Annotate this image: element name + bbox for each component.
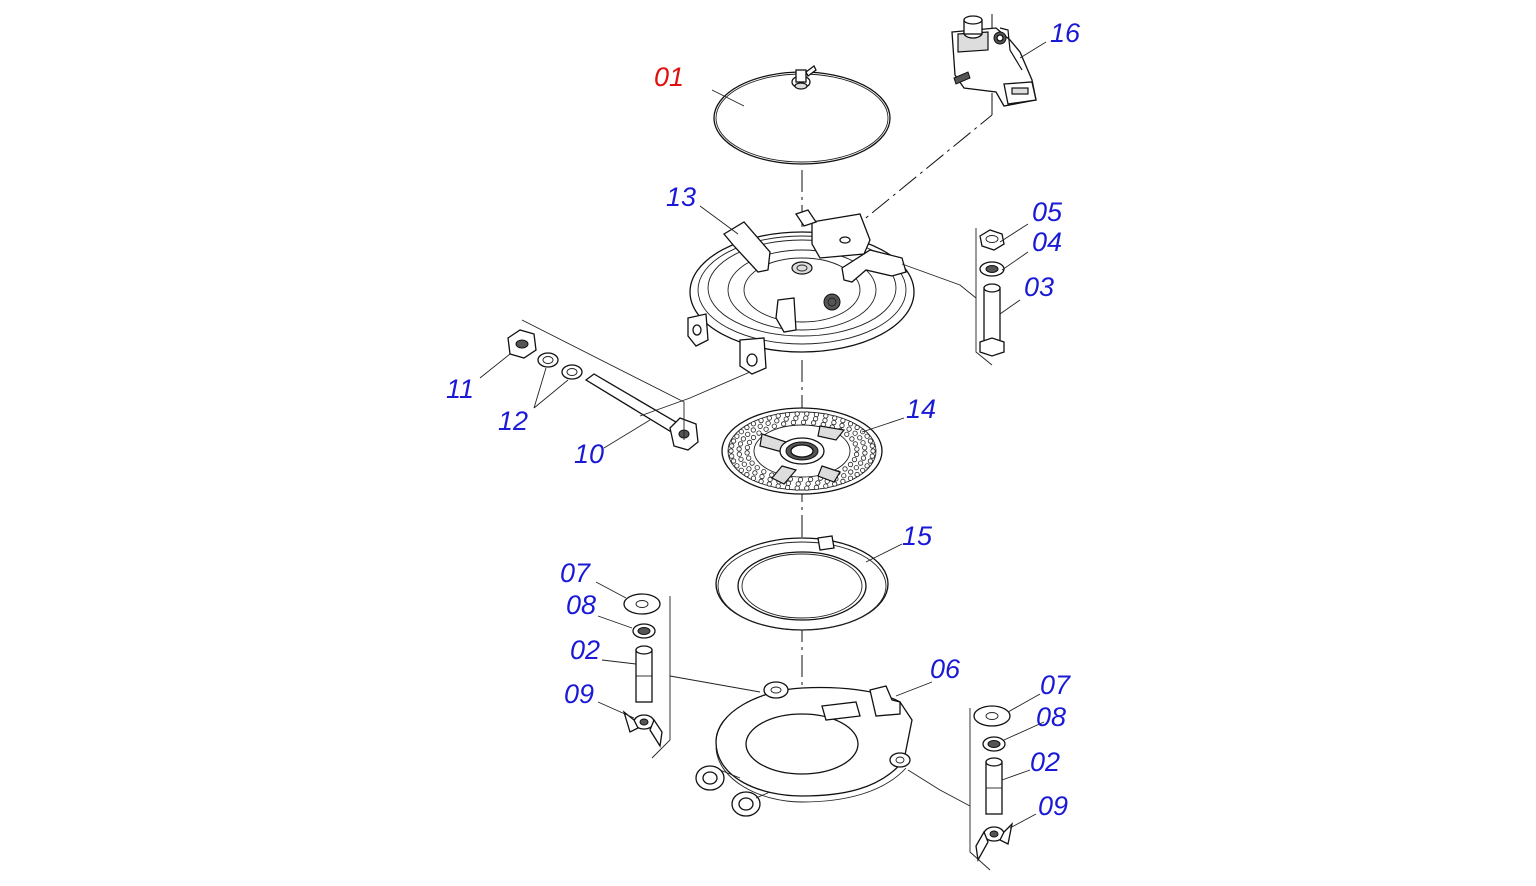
part-06-base-plate [695,681,913,817]
part-16-bracket [951,15,1037,107]
part-07-washer-right [973,705,1011,727]
part-09-wingnut-left [622,710,663,748]
part-15-gasket-ring [715,535,889,631]
part-05-nut [979,229,1005,251]
part-08-lockwasher-left [632,623,656,639]
part-03-bolt [979,283,1005,357]
label-part-09-right: 09 [1038,791,1068,821]
label-part-09-left: 09 [564,679,594,709]
right-stack-leader-lines [907,708,991,871]
label-part-07-right: 07 [1040,670,1071,700]
spreader-perforations [728,411,876,491]
bolt-10-mount-leader-lines [521,319,751,440]
label-part-05: 05 [1032,197,1063,227]
label-part-08-right: 08 [1036,702,1066,732]
label-part-02-right: 02 [1030,747,1060,777]
part-07-washer-left [623,593,661,615]
part-02-stud-right [985,757,1003,815]
label-part-07-left: 07 [560,558,591,588]
label-part-06: 06 [930,654,961,684]
part-02-stud-left [635,645,653,703]
label-part-14: 14 [906,394,936,424]
label-part-04: 04 [1032,227,1062,257]
label-part-11: 11 [446,374,474,404]
label-part-08-left: 08 [566,590,596,620]
part-04-washer [979,261,1005,277]
callout-leaders [479,41,1047,829]
label-part-12: 12 [498,406,528,436]
part-12-washers [537,352,583,380]
label-part-10: 10 [574,439,604,469]
label-part-02-left: 02 [570,635,600,665]
bolt-03-mount-leader-lines [901,228,993,366]
left-stack-leader-lines [651,596,761,759]
label-part-01: 01 [654,62,684,92]
part-11-nut [507,329,537,359]
part-14-spreader-disc [721,407,883,495]
part-13-burner-head [687,209,915,375]
label-part-13: 13 [666,182,696,212]
label-part-15: 15 [902,521,933,551]
part-09-wingnut-right [975,822,1014,863]
label-part-16: 16 [1050,18,1081,48]
label-part-03: 03 [1024,272,1054,302]
part-01-cover-lid [713,65,891,165]
part-number-labels: 01 16 13 05 04 03 11 12 10 14 15 07 08 0… [446,18,1081,821]
part-08-lockwasher-right [982,736,1006,752]
